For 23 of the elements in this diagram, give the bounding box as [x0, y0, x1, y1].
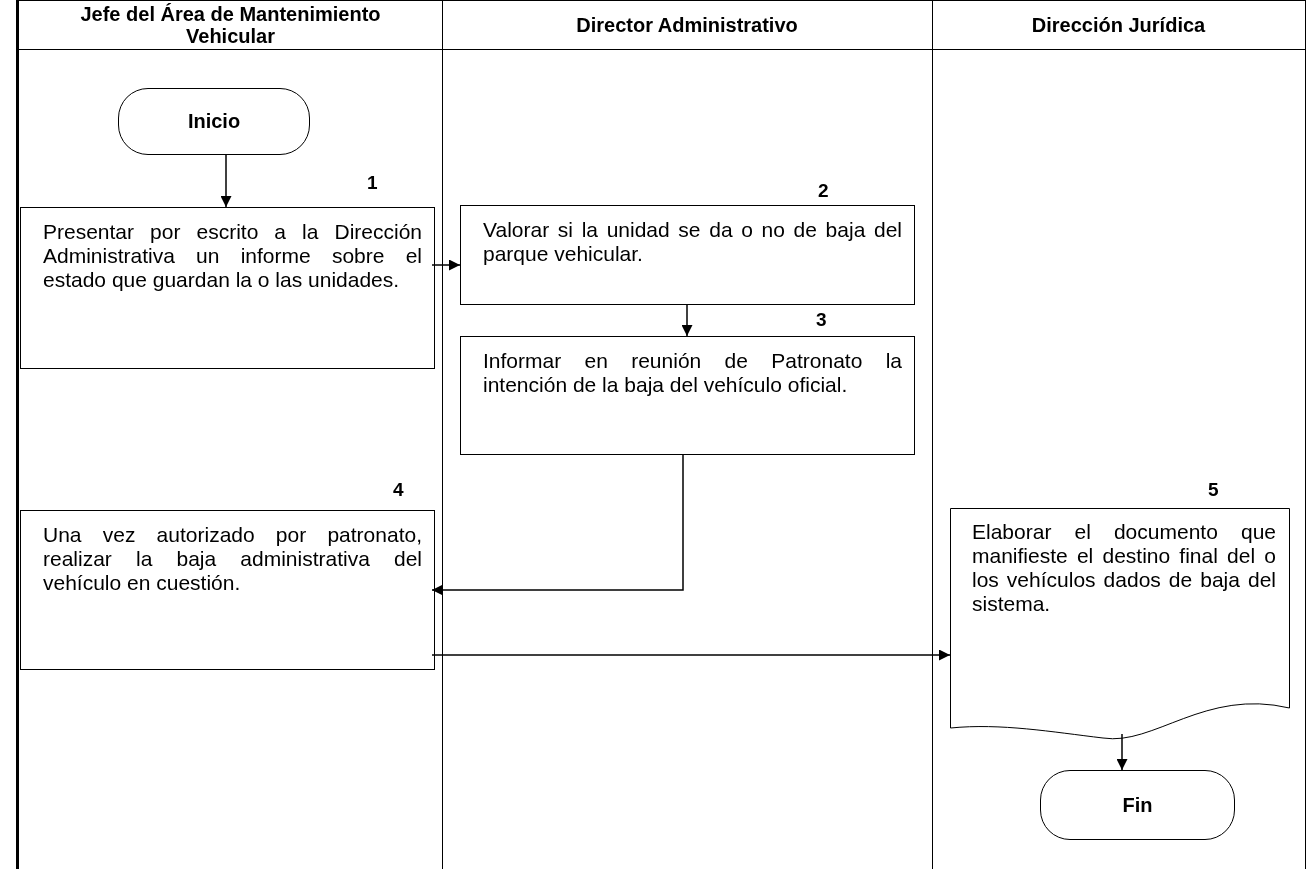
process-box: Presentar por escrito a la Dirección Administrativa un informe sobre el estado que guardan la o las unidades.: [20, 207, 435, 369]
arrow: [431, 259, 461, 271]
step-number: 2: [818, 180, 829, 202]
terminator: Inicio: [118, 88, 310, 155]
arrow: [431, 454, 684, 596]
swimlane: [932, 0, 1306, 869]
terminator: Fin: [1040, 770, 1235, 840]
swimlane: [442, 0, 933, 869]
step-number: 3: [816, 309, 827, 331]
lane-header: Jefe del Área de Mantenimiento Vehicular: [19, 0, 442, 50]
lane-header: Dirección Jurídica: [932, 0, 1305, 50]
swimlane: [16, 0, 443, 869]
arrow: [681, 304, 693, 337]
process-box: Una vez autorizado por patronato, realizar la baja administrativa del vehículo en cuestión.: [20, 510, 435, 670]
arrow: [1116, 733, 1128, 771]
lane-header: Director Administrativo: [442, 0, 932, 50]
process-box: Valorar si la unidad se da o no de baja del parque vehicular.: [460, 205, 915, 305]
process-box: Informar en reunión de Patronato la intención de la baja del vehículo oficial.: [460, 336, 915, 455]
step-number: 4: [393, 479, 404, 501]
step-number: 1: [367, 172, 378, 194]
arrow: [220, 154, 232, 208]
arrow: [431, 649, 951, 661]
step-number: 5: [1208, 479, 1219, 501]
